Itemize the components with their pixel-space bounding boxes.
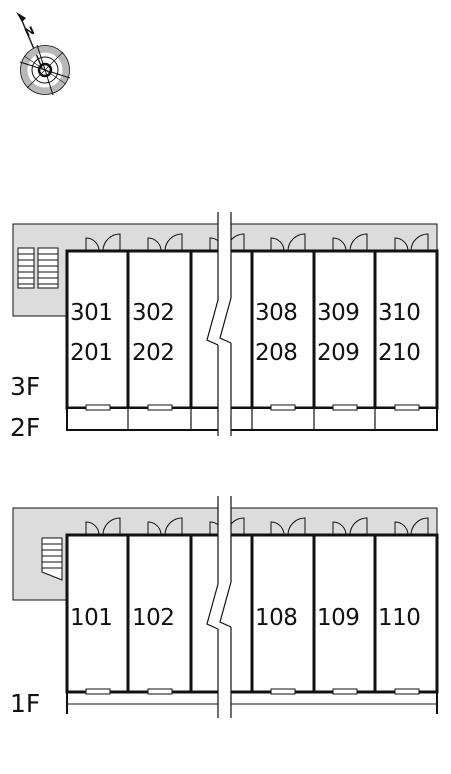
lower-building-block: 101 102 108 109 110 1F [10, 496, 439, 718]
room-label: 310 [378, 300, 420, 326]
upper-building-block: 301 302 308 309 310 201 202 208 209 210 … [10, 212, 439, 442]
compass-north-letter: N [23, 24, 37, 40]
floor-label: 3F [10, 372, 40, 401]
room-label: 209 [317, 340, 359, 366]
room-label: 108 [255, 605, 297, 631]
room-label: 101 [70, 605, 112, 631]
lower-break-mark [206, 496, 232, 718]
upper-windows [85, 404, 420, 411]
lower-partition-walls [126, 535, 377, 692]
lower-windows [85, 688, 420, 695]
room-label: 201 [70, 340, 112, 366]
upper-break-mark [206, 212, 232, 436]
floor-label: 1F [10, 689, 40, 718]
room-label: 210 [378, 340, 420, 366]
compass: N [16, 12, 71, 96]
upper-partition-walls [126, 251, 377, 408]
lower-doors [85, 517, 429, 536]
room-label: 202 [132, 340, 174, 366]
room-label: 102 [132, 605, 174, 631]
floor-label: 2F [10, 413, 40, 442]
lower-stair [41, 537, 63, 581]
room-label: 308 [255, 300, 297, 326]
room-label: 302 [132, 300, 174, 326]
room-label: 208 [255, 340, 297, 366]
room-label: 301 [70, 300, 112, 326]
upper-stair [17, 247, 59, 289]
room-label: 109 [317, 605, 359, 631]
room-label: 309 [317, 300, 359, 326]
room-label: 110 [378, 605, 420, 631]
compass-rose-icon [19, 44, 71, 96]
